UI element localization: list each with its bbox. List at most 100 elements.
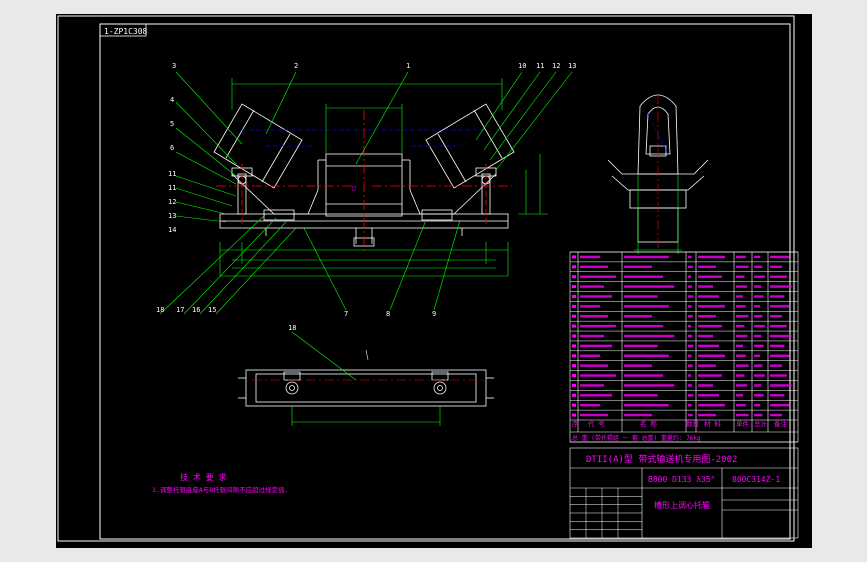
front-view-callouts: 3 2 1 10 11 12 13 4 5 6 11 11 12 13 14 1…: [156, 62, 576, 318]
bom-cell-mark: [572, 393, 576, 397]
bom-cell-mark: [770, 295, 785, 298]
plan-base-frame: [245, 369, 487, 407]
bom-cell-mark: [688, 354, 692, 357]
bom-header-label: 序: [572, 419, 579, 428]
code-text: 800C314Z-1: [732, 475, 780, 484]
bom-cell-mark: [698, 324, 722, 328]
callout-plan: 18: [288, 324, 296, 332]
bom-cell-mark: [736, 285, 748, 288]
technical-requirements: 技 术 要 求 1.调整托辊底座A与B托辊间隙不应超过规定值.: [152, 472, 289, 494]
bom-cell-mark: [754, 295, 764, 298]
bom-cell-mark: [580, 315, 608, 318]
bom-cell-mark: [754, 374, 765, 377]
bom-cell-mark: [736, 324, 745, 328]
bom-rows: [570, 251, 798, 421]
bom-cell-mark: [688, 344, 694, 348]
bom-cell-mark: [572, 285, 576, 289]
bom-cell-mark: [624, 384, 675, 387]
bom-cell-mark: [770, 255, 790, 259]
bom-cell-mark: [698, 384, 713, 387]
callout-top-6: 12: [552, 62, 560, 70]
bom-cell-mark: [572, 334, 576, 338]
bom-cell-mark: [624, 265, 652, 269]
callout-top-1: 3: [172, 62, 176, 70]
cad-viewport[interactable]: 1-ZP1C308: [56, 14, 812, 548]
callout-left-2: 5: [170, 120, 174, 128]
callout-left-4: 11: [168, 170, 176, 178]
bom-cell-mark: [770, 403, 790, 407]
bom-cell-mark: [754, 403, 760, 407]
bom-cell-mark: [624, 334, 675, 338]
bom-cell-mark: [624, 285, 675, 288]
plan-view-lines: [252, 331, 484, 426]
bom-cell-mark: [736, 334, 748, 338]
bom-cell-mark: [736, 275, 745, 278]
bom-cell-mark: [736, 315, 749, 318]
bom-cell-mark: [736, 295, 743, 298]
bom-cell-mark: [698, 364, 716, 367]
bom-cell-mark: [698, 413, 716, 417]
cad-drawing: 1-ZP1C308: [57, 15, 799, 542]
bom-cell-mark: [754, 334, 762, 338]
bom-cell-mark: [572, 294, 576, 298]
bom-header-label: 备注: [774, 419, 788, 428]
bom-cell-mark: [736, 344, 743, 348]
tech-req-title: 技 术 要 求: [180, 472, 226, 482]
front-view-leaders: [159, 71, 573, 315]
bom-cell-mark: [688, 384, 693, 387]
bom-cell-mark: [580, 334, 604, 338]
bom-cell-mark: [754, 305, 760, 308]
bom-cell-mark: [624, 354, 669, 357]
bom-cell-mark: [688, 413, 693, 417]
part-name: 槽形上调心托辊: [654, 500, 710, 510]
title-block: [569, 447, 799, 539]
bom-cell-mark: [698, 255, 725, 259]
bom-cell-mark: [580, 275, 616, 278]
bom-cell-mark: [754, 364, 763, 367]
drawing-number-text: 1-ZP1C308: [104, 27, 148, 36]
bom-cell-mark: [580, 403, 600, 407]
bom-cell-mark: [572, 275, 576, 279]
bom-cell-mark: [698, 295, 719, 298]
callout-top-4: 10: [518, 62, 526, 70]
bom-cell-mark: [572, 374, 576, 378]
bom-cell-mark: [698, 394, 719, 397]
bom-cell-mark: [624, 315, 652, 318]
bom-cell-mark: [688, 374, 691, 377]
bom-cell-mark: [698, 344, 719, 348]
drawing-number-tag: 1-ZP1C308: [99, 23, 148, 37]
bom-header-label: 材 料: [704, 419, 721, 428]
front-view-dimensions: [219, 78, 548, 277]
bom-cell-mark: [754, 275, 765, 278]
callout-left-5: 11: [168, 184, 176, 192]
bom-cell-mark: [572, 304, 576, 308]
callout-bottom-2: 8: [386, 310, 390, 318]
callout-bl-2: 17: [176, 306, 184, 314]
bom-cell-mark: [624, 344, 658, 348]
bom-cell-mark: [688, 394, 694, 397]
bom-cell-mark: [580, 364, 608, 367]
bom-cell-mark: [624, 255, 669, 259]
bom-cell-mark: [770, 275, 787, 278]
callout-top-3: 1: [406, 62, 410, 70]
series-title: DTII(A)型 带式输送机专用图-2002: [586, 453, 737, 465]
bom-cell-mark: [754, 344, 764, 348]
bom-cell-mark: [580, 305, 600, 308]
bom-cell-mark: [736, 265, 749, 269]
bom-cell-mark: [624, 305, 669, 308]
bom-cell-mark: [688, 275, 691, 278]
bom-cell-mark: [698, 285, 713, 288]
bom-cell-mark: [624, 295, 658, 298]
bom-cell-mark: [698, 334, 713, 338]
bom-cell-mark: [580, 324, 616, 328]
bom-cell-mark: [624, 275, 664, 278]
bom-cell-mark: [754, 285, 762, 288]
callout-left-3: 6: [170, 144, 174, 152]
bom-cell-mark: [688, 305, 692, 308]
bom-cell-mark: [580, 255, 600, 259]
bom-cell-mark: [688, 265, 693, 269]
front-view-hidden-lines: □: [216, 110, 512, 254]
bom-cell-mark: [572, 403, 576, 407]
bom-cell-mark: [698, 305, 725, 308]
bom-cell-mark: [754, 255, 760, 259]
